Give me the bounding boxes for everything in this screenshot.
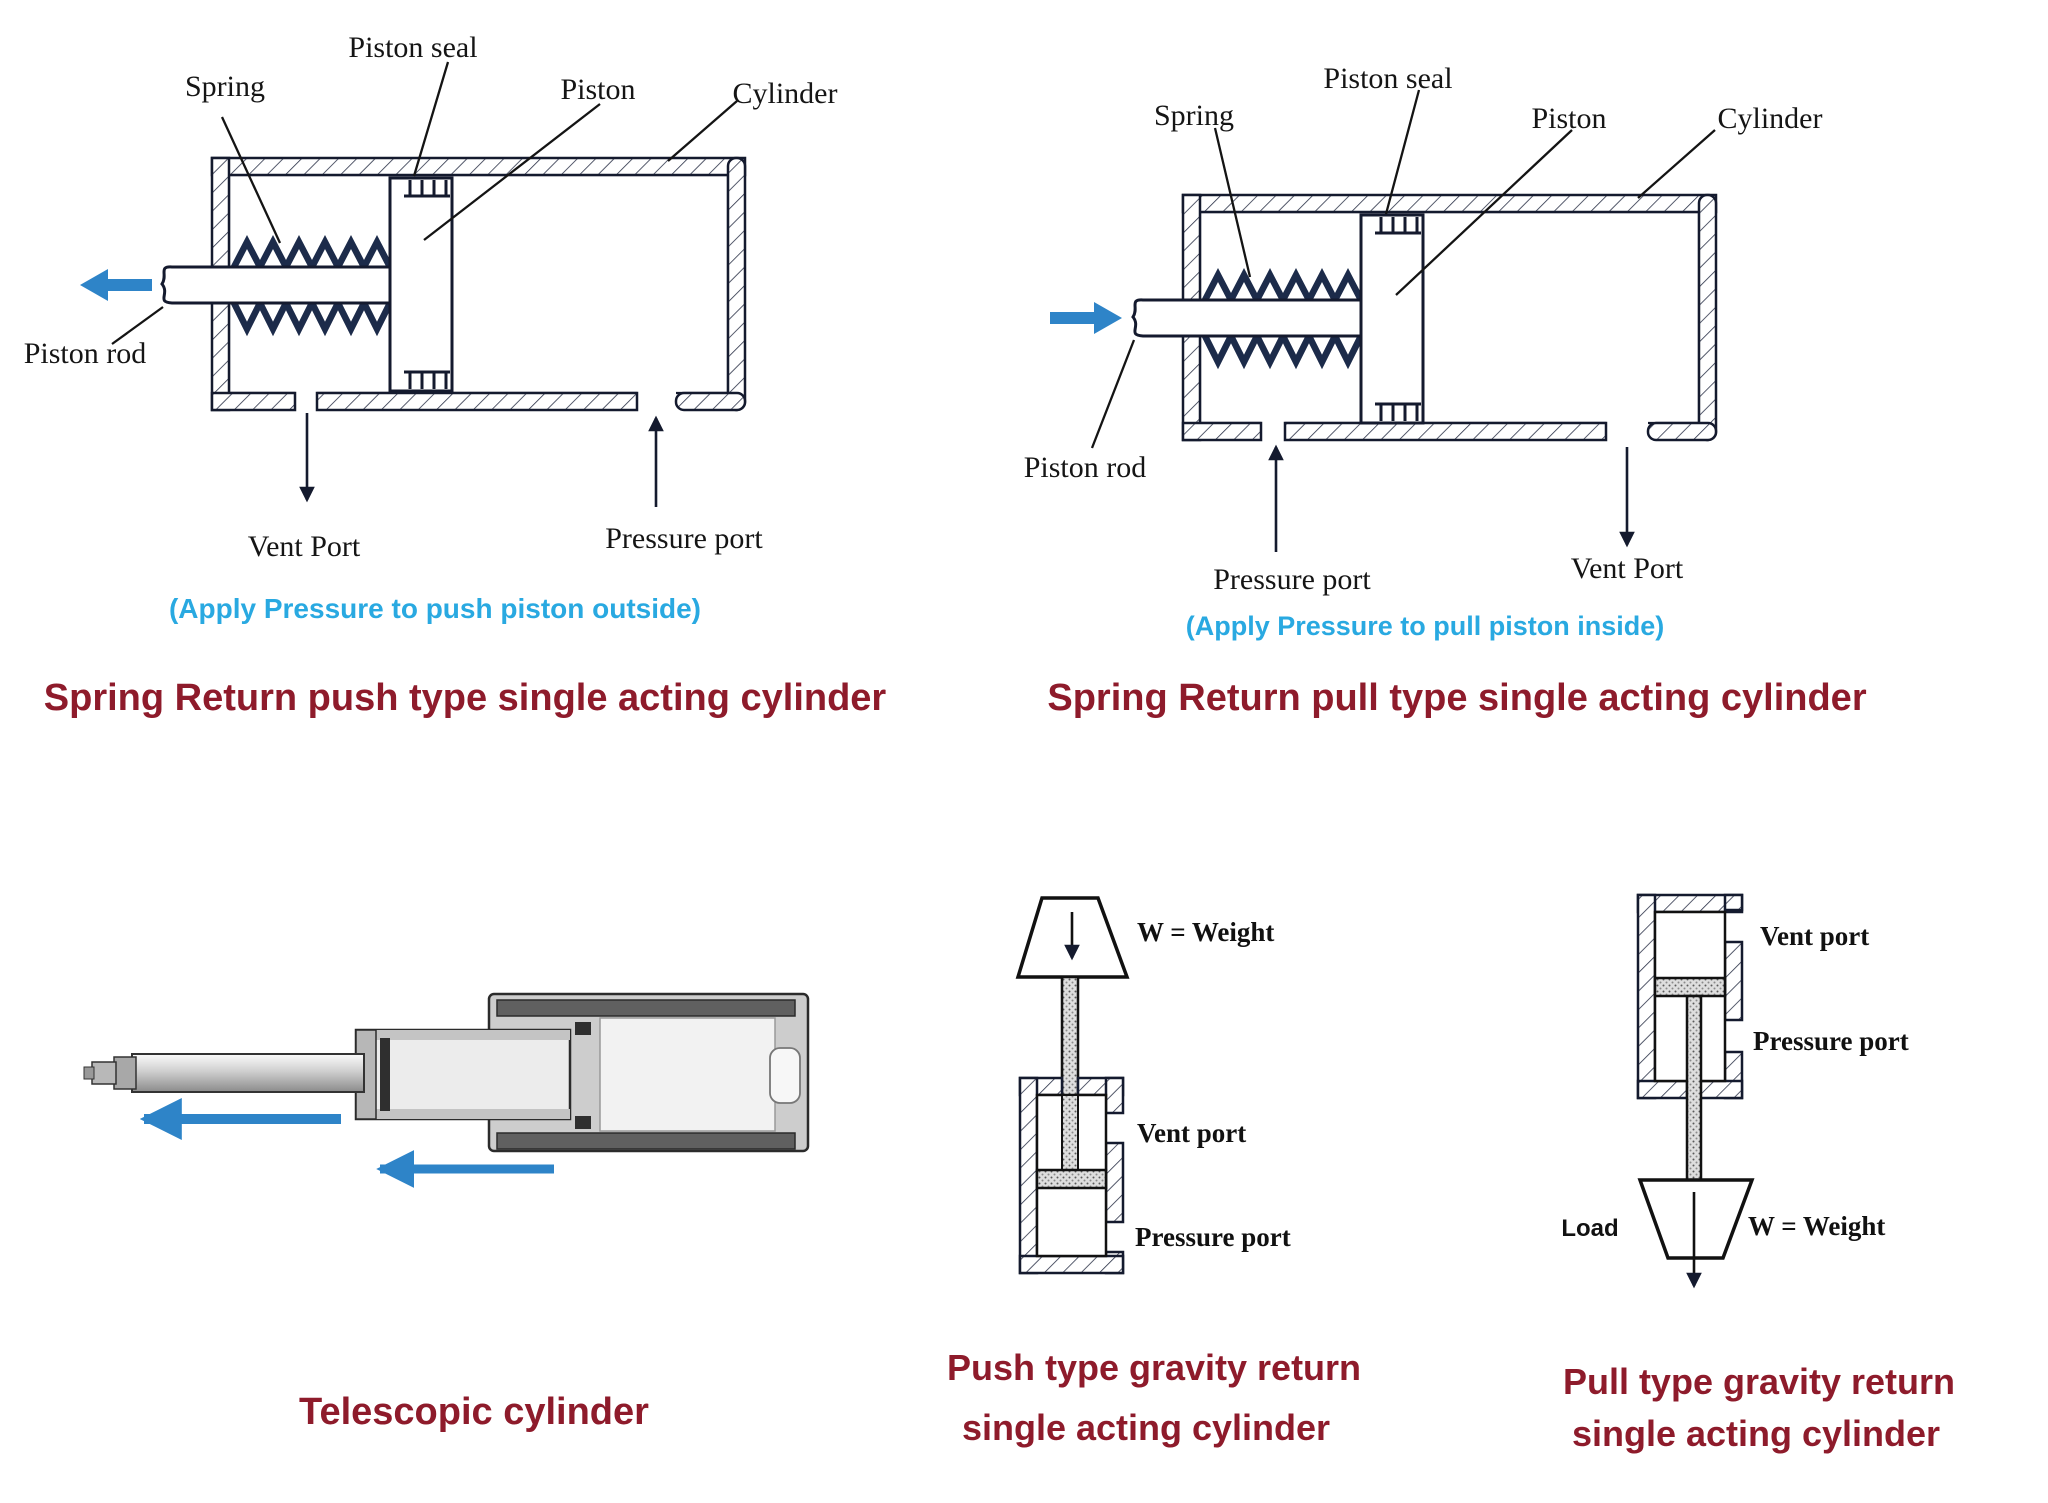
telescopic-rod-nut xyxy=(91,1061,117,1085)
title-gravity-push-line1: Push type gravity return xyxy=(947,1347,1361,1388)
cylinder-shell xyxy=(1181,193,1718,442)
retract-arrow-icon xyxy=(1050,302,1122,334)
telescopic-rod xyxy=(131,1053,365,1093)
label-piston-rod: Piston rod xyxy=(24,337,147,370)
wall-bottom xyxy=(1018,1254,1125,1275)
telescopic-stage-2-seal xyxy=(380,1038,390,1111)
piston-rod xyxy=(160,265,392,305)
label-spring: Spring xyxy=(1154,99,1234,132)
piston xyxy=(1035,1168,1108,1190)
label-vent-port: Vent port xyxy=(1760,921,1869,951)
label-load: Load xyxy=(1561,1215,1618,1242)
title-gravity-pull-line2: single acting cylinder xyxy=(1572,1413,1940,1454)
label-spring: Spring xyxy=(185,70,265,103)
label-piston-seal: Piston seal xyxy=(1323,62,1452,95)
telescopic-body-band-bottom xyxy=(496,1132,796,1150)
title-spring-push: Spring Return push type single acting cy… xyxy=(44,677,887,719)
cylinder-wall-bottom-left xyxy=(210,391,297,412)
telescopic-body-bore xyxy=(599,1017,776,1132)
label-piston: Piston xyxy=(560,73,635,106)
wall-right-upper xyxy=(1723,893,1744,912)
title-gravity-push-line2: single acting cylinder xyxy=(962,1407,1330,1448)
cylinder-wall-bottom-plate xyxy=(1283,421,1608,442)
label-cylinder: Cylinder xyxy=(1718,102,1823,135)
cylinder-leader xyxy=(1637,129,1716,199)
cylinder-wall-right xyxy=(1697,193,1718,442)
diagram-spring-push: Spring Piston seal Piston Cylinder Pisto… xyxy=(24,31,887,719)
cylinder-wall-left-upper xyxy=(1181,193,1202,302)
label-cylinder: Cylinder xyxy=(733,77,838,110)
wall-left xyxy=(1018,1076,1039,1275)
cylinder-wall-top xyxy=(1181,193,1718,214)
cylinder-wall-bottom-left xyxy=(1181,421,1263,442)
label-piston-seal: Piston seal xyxy=(348,31,477,64)
piston-leader xyxy=(423,103,601,241)
wall-bottom-right xyxy=(1698,1079,1744,1100)
title-spring-pull: Spring Return pull type single acting cy… xyxy=(1047,677,1866,719)
label-piston-rod: Piston rod xyxy=(1024,451,1147,484)
caption-apply-pressure: (Apply Pressure to push piston outside) xyxy=(169,593,701,624)
cylinder-wall-bottom-plate xyxy=(315,391,639,412)
piston-seal-top xyxy=(404,180,450,198)
label-pressure-port: Pressure port xyxy=(1213,563,1371,596)
label-pressure-port: Pressure port xyxy=(1135,1222,1291,1252)
piston-rod-inside xyxy=(1061,1094,1079,1174)
extend-arrow-icon xyxy=(80,269,152,301)
label-pressure-port: Pressure port xyxy=(605,522,763,555)
piston-seal-leader xyxy=(412,61,450,177)
spring-leader xyxy=(220,116,282,244)
wall-left xyxy=(1636,893,1657,1100)
piston xyxy=(388,176,454,393)
piston-seal-bottom xyxy=(1375,402,1421,421)
caption-apply-pressure: (Apply Pressure to pull piston inside) xyxy=(1186,611,1665,641)
cylinder-leader xyxy=(667,100,738,162)
piston xyxy=(1359,213,1425,425)
diagram-gravity-push: W = Weight Vent port Pressure port Push … xyxy=(947,896,1361,1448)
label-weight: W = Weight xyxy=(1748,1211,1885,1241)
telescopic-body-band-top xyxy=(496,999,796,1017)
cylinder-wall-top xyxy=(210,156,747,177)
telescopic-gland-seal-bottom xyxy=(575,1116,591,1129)
telescopic-rod-tip xyxy=(83,1066,95,1080)
diagram-spring-pull: Spring Piston seal Piston Cylinder Pisto… xyxy=(1024,62,1867,719)
wall-right-middle xyxy=(1723,940,1744,1022)
cylinder-wall-bottom-right xyxy=(674,391,747,412)
telescopic-stage-2-edge-bottom xyxy=(376,1109,570,1119)
spring-leader xyxy=(1213,127,1252,278)
label-weight: W = Weight xyxy=(1137,917,1274,947)
cylinder-wall-left-upper xyxy=(210,156,231,269)
wall-right-upper xyxy=(1104,1076,1125,1115)
title-telescopic: Telescopic cylinder xyxy=(299,1391,649,1433)
label-pressure-port: Pressure port xyxy=(1753,1026,1909,1056)
weight-block xyxy=(1637,1178,1755,1260)
label-vent-port: Vent Port xyxy=(248,530,361,563)
diagram-telescopic: Telescopic cylinder xyxy=(83,992,810,1433)
cylinder-wall-right xyxy=(726,156,747,412)
piston-rod xyxy=(1685,994,1703,1184)
piston-rod-leader xyxy=(1090,339,1136,449)
cylinder-wall-bottom-right xyxy=(1646,421,1718,442)
piston-leader xyxy=(1395,129,1573,296)
telescopic-rod-collar xyxy=(113,1056,137,1090)
telescopic-stage-2 xyxy=(354,1028,572,1121)
label-vent-port: Vent port xyxy=(1137,1118,1246,1148)
cylinder-shell xyxy=(1636,893,1744,1100)
piston-seal-bottom xyxy=(404,370,450,389)
cylinder-shell xyxy=(210,156,747,412)
wall-right-middle xyxy=(1104,1141,1125,1224)
label-piston: Piston xyxy=(1531,102,1606,135)
piston-rod xyxy=(1131,298,1363,338)
piston xyxy=(1653,976,1727,998)
diagram-gravity-pull: Vent port Pressure port Load W = Weight … xyxy=(1561,893,1955,1454)
label-vent-port: Vent Port xyxy=(1571,552,1684,585)
telescopic-gland-seal-top xyxy=(575,1022,591,1035)
title-gravity-pull-line1: Pull type gravity return xyxy=(1563,1361,1955,1402)
telescopic-stage-2-edge-top xyxy=(376,1030,570,1040)
piston-seal-top xyxy=(1375,217,1421,235)
wall-bottom-left xyxy=(1636,1079,1689,1100)
piston-rod-leader xyxy=(111,306,164,345)
telescopic-end-notch xyxy=(769,1047,801,1104)
piston-seal-leader xyxy=(1384,89,1421,215)
